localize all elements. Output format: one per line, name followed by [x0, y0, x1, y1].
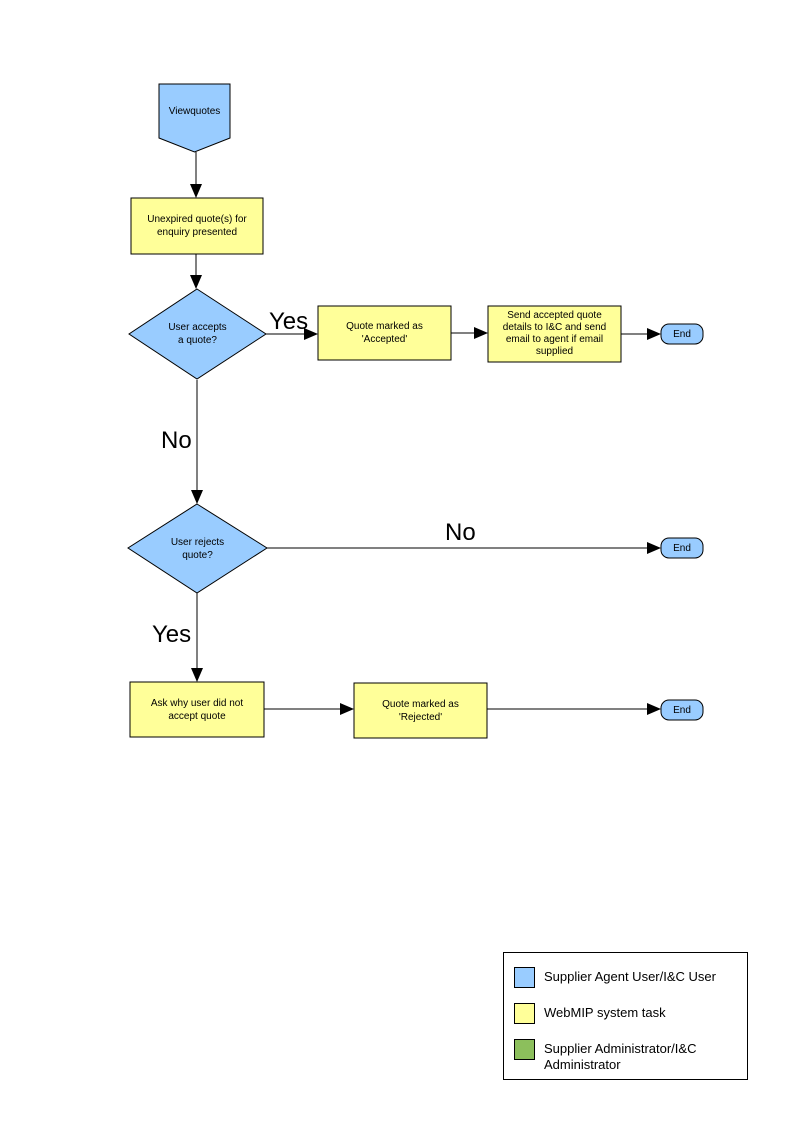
marked-rejected-node-shape — [353, 682, 488, 739]
accepts-no-label: No — [161, 427, 192, 454]
legend-swatch-admin — [514, 1039, 535, 1060]
end-accept-shape — [660, 323, 704, 345]
end-reject-shape — [660, 699, 704, 721]
legend-label-admin: Supplier Administrator/I&C Administrator — [544, 1041, 697, 1072]
accepts-decision-shape — [128, 288, 267, 380]
legend-swatch-actor — [514, 967, 535, 988]
end-reject-label: End — [673, 704, 691, 716]
send-details-node-shape — [487, 305, 622, 363]
end-no-reject-shape — [660, 537, 704, 559]
unexpired-node-shape — [130, 197, 264, 255]
end-no-reject-label: End — [673, 542, 691, 554]
legend-label-task: WebMIP system task — [544, 1005, 666, 1020]
rejects-yes-label: Yes — [152, 621, 192, 648]
accepts-yes-label: Yes — [269, 308, 309, 335]
rejects-no-label: No — [445, 519, 476, 546]
marked-accepted-node-shape — [317, 305, 452, 361]
rejects-decision-shape — [127, 503, 268, 594]
end-accept-label: End — [673, 328, 691, 340]
legend-label-actor: Supplier Agent User/I&C User — [544, 969, 716, 984]
ask-why-node-shape — [129, 681, 265, 738]
legend-swatch-task — [514, 1003, 535, 1024]
start-node-shape — [158, 83, 231, 153]
legend: Supplier Agent User/I&C User WebMIP syst… — [503, 952, 748, 1080]
